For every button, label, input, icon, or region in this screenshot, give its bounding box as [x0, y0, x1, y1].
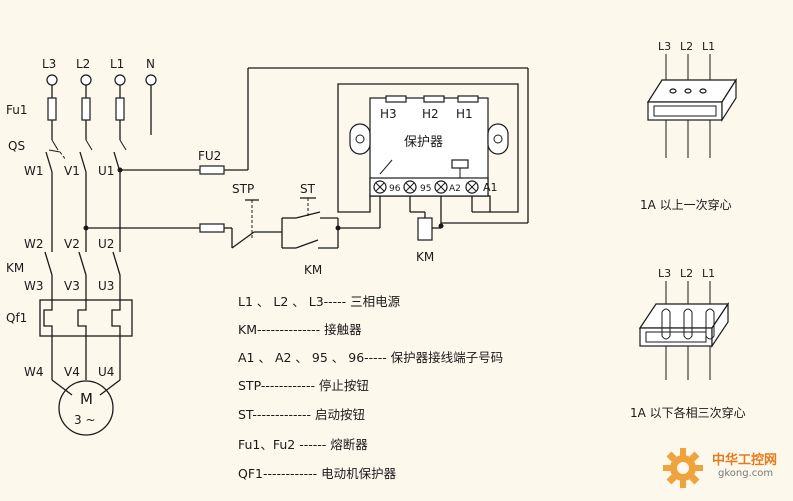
label-U1: U1 [98, 164, 114, 178]
label-W4: W4 [24, 365, 44, 379]
terminal-N [145, 74, 157, 86]
gear-logo-icon [663, 448, 703, 488]
ct2-label-L1: L1 [702, 267, 715, 280]
label-U4: U4 [98, 365, 114, 379]
contactor-km-main: W2 V2 U2 KM W3 V3 U3 [6, 237, 121, 300]
ct2-label-L3: L3 [658, 267, 671, 280]
label-KM-contact: KM [304, 263, 322, 277]
motor: M 3 ~ [51, 379, 121, 436]
power-terminals: L3 L2 L1 N [42, 57, 157, 135]
label-Qf1: Qf1 [6, 311, 27, 325]
legend-line-5: ST------------- 启动按钮 [238, 407, 366, 422]
label-A1: A1 [483, 181, 498, 194]
label-U2: U2 [98, 237, 114, 251]
fuse-fu1: Fu1 [6, 85, 125, 140]
km-coil [417, 217, 433, 241]
label-L3: L3 [42, 57, 56, 71]
label-Fu1: Fu1 [6, 103, 28, 117]
watermark: 中华工控网 gkong.com [660, 445, 790, 495]
motor-M-label: M [80, 390, 93, 408]
label-L2: L2 [76, 57, 90, 71]
watermark-title: 中华工控网 [712, 453, 778, 468]
legend-line-2: KM-------------- 接触器 [238, 322, 362, 337]
control-circuit: FU2 STP ST KM [86, 67, 529, 277]
label-STP: STP [232, 182, 254, 196]
watermark-url: gkong.com [718, 468, 774, 479]
label-V3: V3 [64, 279, 80, 293]
label-KM-main: KM [6, 261, 24, 275]
legend-line-4: STP------------ 停止按钮 [238, 378, 369, 393]
ct1-label-L3: L3 [658, 40, 671, 53]
label-FU2: FU2 [198, 149, 221, 163]
label-U3: U3 [98, 279, 114, 293]
legend-line-3: A1 、 A2 、 95 、 96----- 保护器接线端子号码 [238, 350, 504, 365]
terminal-L3 [46, 74, 58, 86]
label-W2: W2 [24, 237, 44, 251]
ct-below-1a: L3 L2 L1 [638, 267, 730, 380]
ct1-label-L2: L2 [680, 40, 693, 53]
label-W3: W3 [24, 279, 44, 293]
terminal-L1 [114, 74, 126, 86]
caption-above-1a: 1A 以上一次穿心 [640, 198, 732, 212]
ct-above-1a: L3 L2 L1 [646, 40, 738, 158]
fuse-fu2 [199, 165, 225, 175]
caption-below-1a: 1A 以下各相三次穿心 [630, 406, 746, 420]
label-W1: W1 [24, 164, 44, 178]
legend-line-1: L1 、 L2 、 L3----- 三相电源 [238, 294, 401, 309]
label-H1: H1 [456, 107, 473, 121]
label-V4: V4 [64, 365, 80, 379]
fuse-fu2b [199, 223, 225, 233]
label-L1: L1 [110, 57, 124, 71]
motor-protector-qf1: Qf1 W4 V4 U4 [6, 299, 133, 380]
ct1-label-L1: L1 [702, 40, 715, 53]
label-V2: V2 [64, 237, 80, 251]
label-96: 96 [389, 184, 401, 194]
legend-line-7: QF1------------ 电动机保护器 [238, 466, 397, 481]
protector-label: 保护器 [404, 135, 443, 150]
motor-3phase-label: 3 ~ [74, 413, 96, 427]
label-ST: ST [300, 182, 316, 196]
terminal-L2 [80, 74, 92, 86]
label-N: N [146, 57, 155, 71]
ct2-label-L2: L2 [680, 267, 693, 280]
label-KM-coil: KM [416, 250, 434, 264]
label-H2: H2 [422, 107, 439, 121]
label-H3: H3 [380, 107, 397, 121]
label-QS: QS [8, 139, 25, 153]
label-95: 95 [420, 184, 431, 194]
label-V1: V1 [64, 164, 80, 178]
protector-module: H3 H2 H1 保护器 96 95 A2 A1 [337, 83, 519, 213]
label-A2: A2 [449, 184, 461, 194]
legend-line-6: Fu1、Fu2 ------ 熔断器 [238, 437, 368, 452]
switch-qs: QS W1 V1 U1 [8, 139, 127, 238]
